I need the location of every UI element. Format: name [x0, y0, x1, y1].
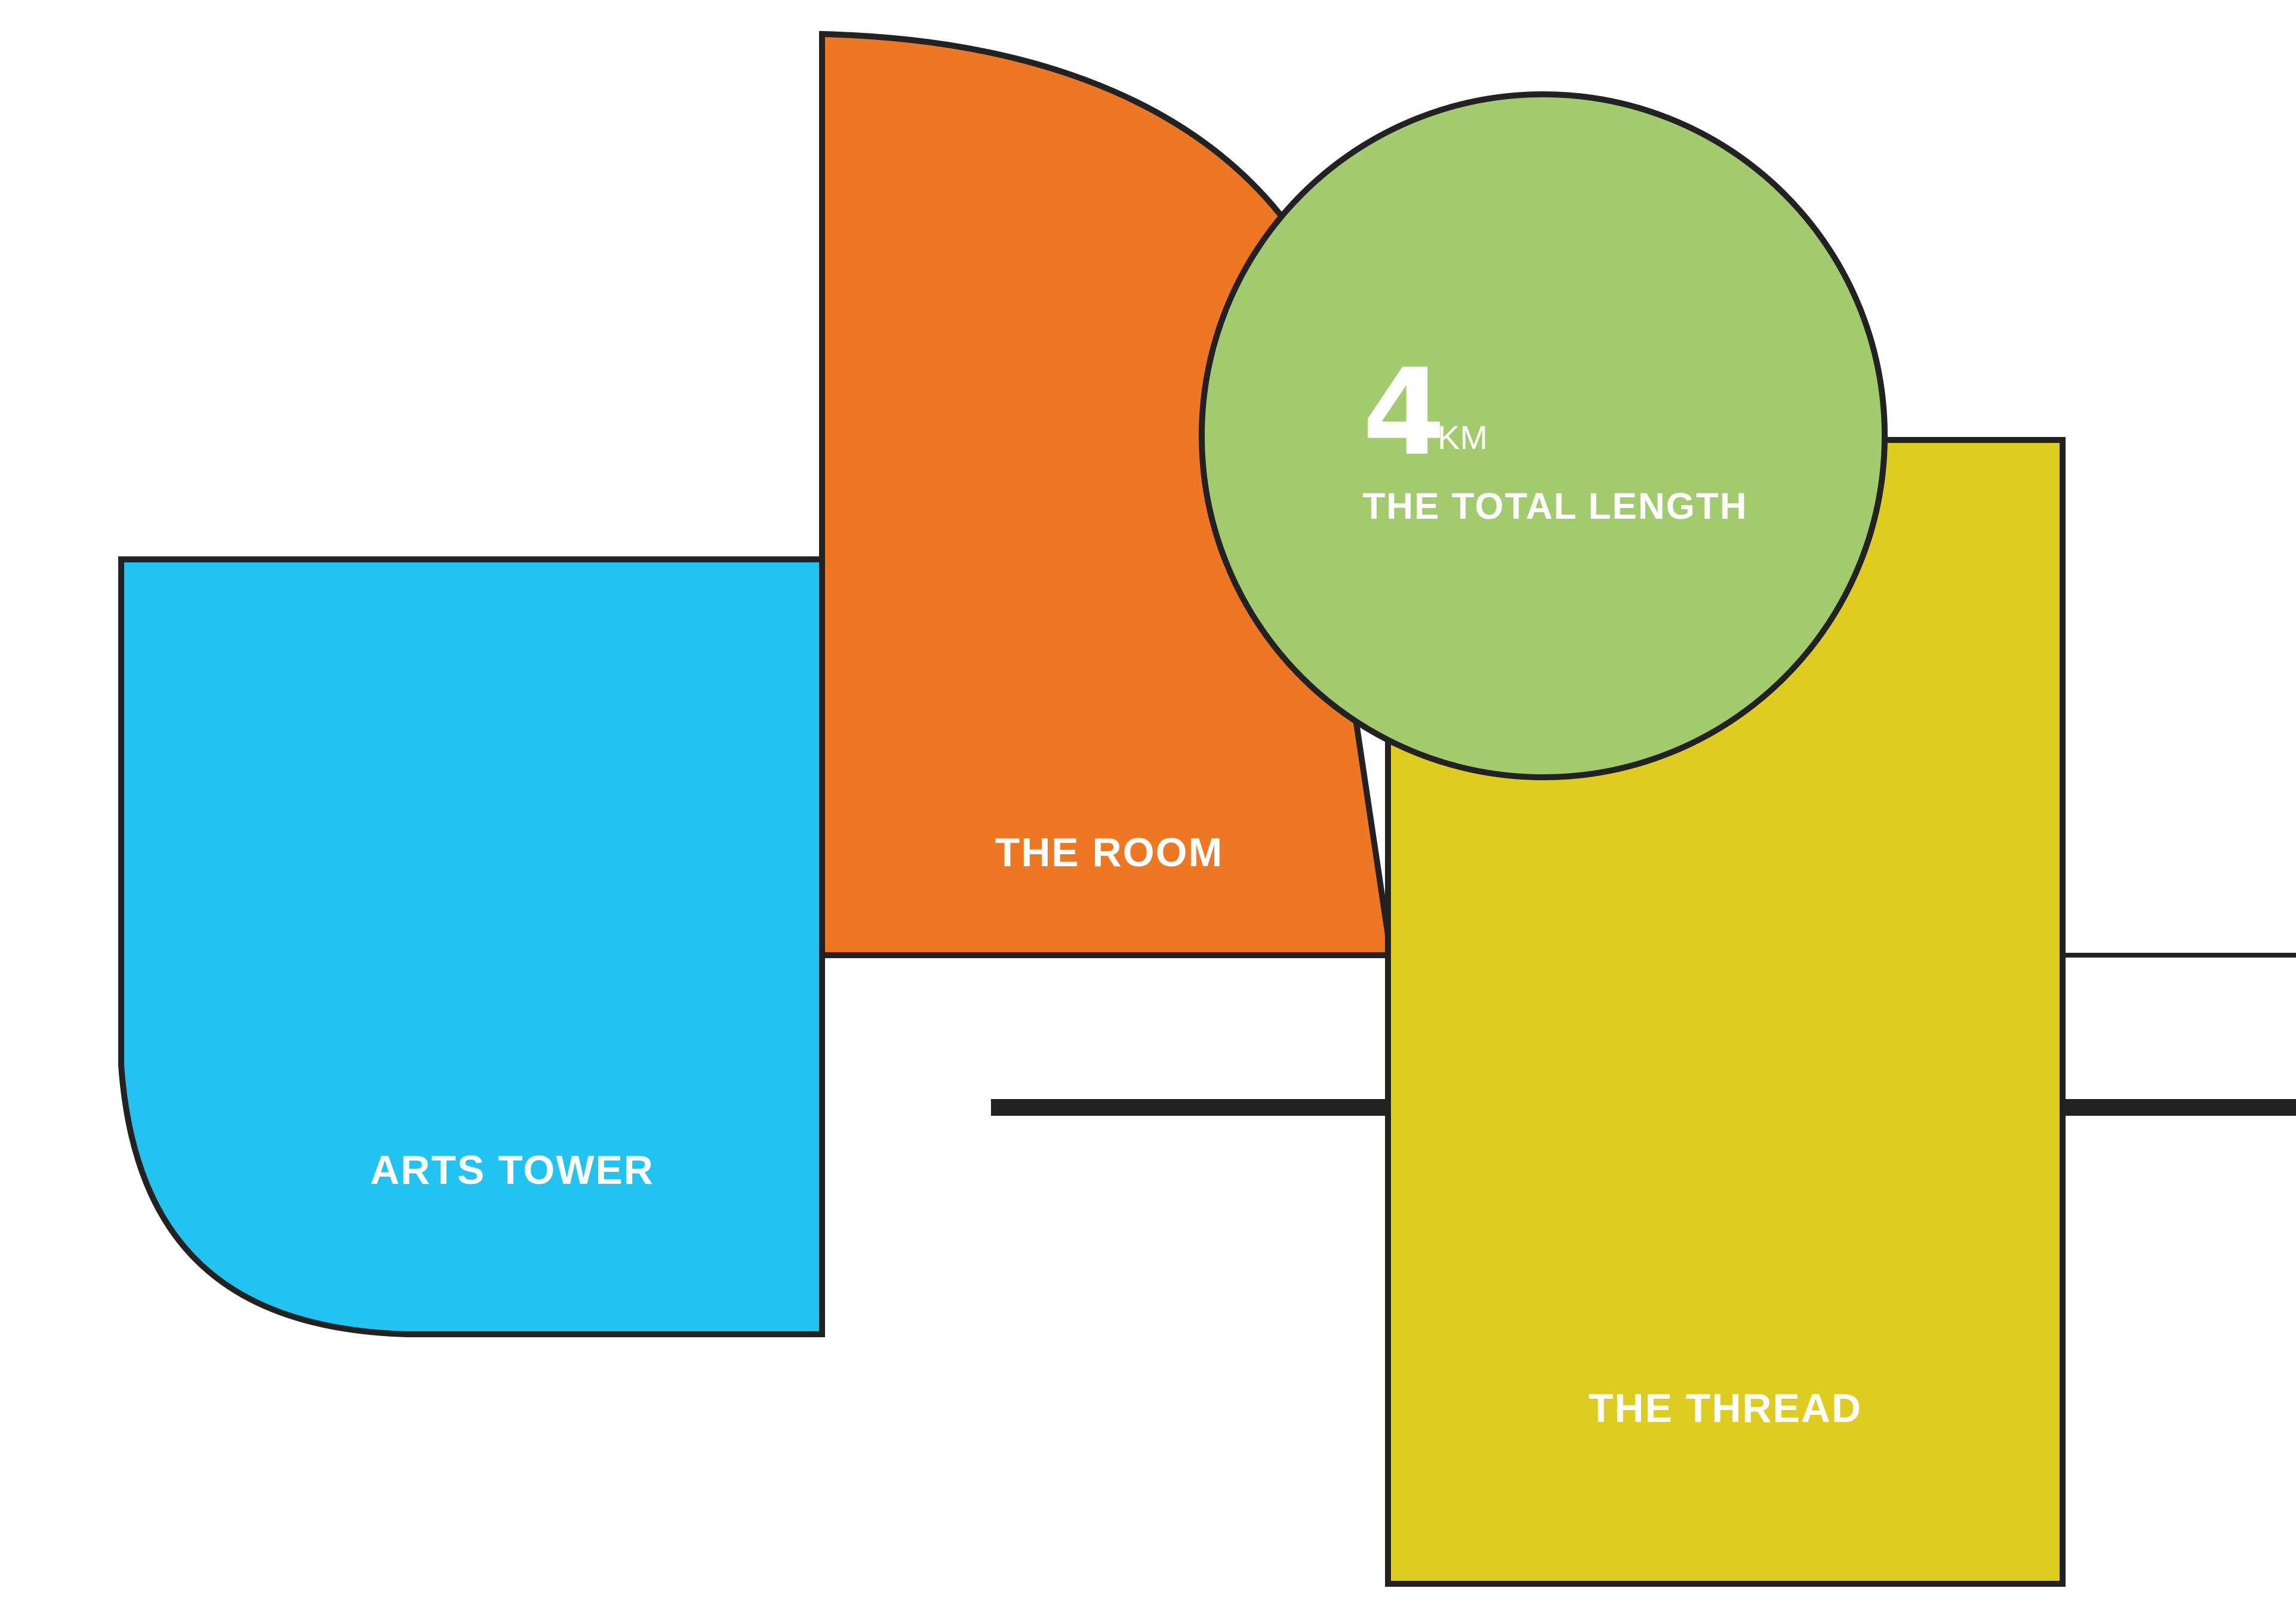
total-length-circle	[1199, 91, 1888, 780]
total-length-caption: THE TOTAL LENGTH	[1362, 486, 1747, 527]
the-thread-label: THE THREAD	[1589, 1386, 1862, 1431]
arts-tower-block	[118, 556, 825, 1337]
the-room-label: THE ROOM	[995, 830, 1223, 875]
arts-tower-label: ARTS TOWER	[370, 1147, 654, 1193]
total-length-value: 4	[1362, 343, 1445, 482]
total-length-unit: KM	[1438, 418, 1488, 456]
